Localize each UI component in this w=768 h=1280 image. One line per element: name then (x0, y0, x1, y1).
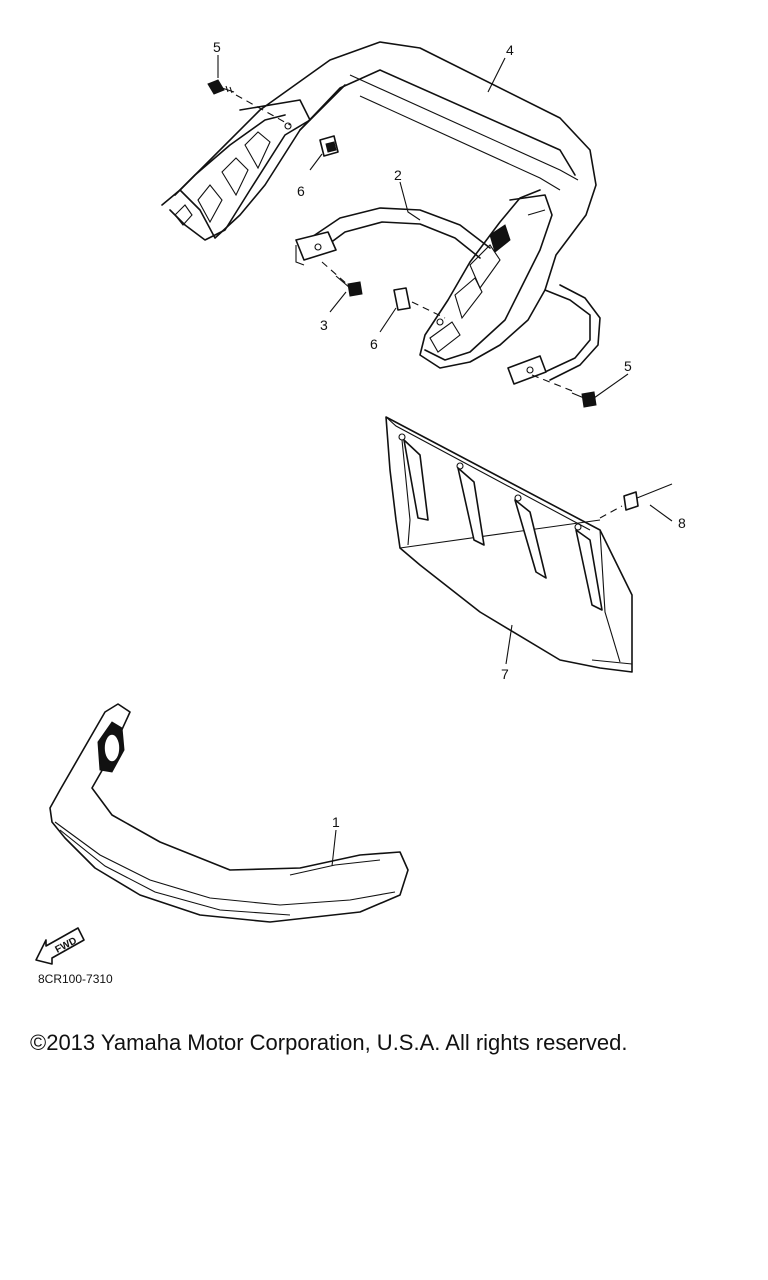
callout-2: 2 (394, 167, 402, 183)
callout-1: 1 (332, 814, 340, 830)
callout-6-mid: 6 (370, 336, 378, 352)
fastener-clip-6-mid (393, 287, 446, 319)
part-8-rivet (599, 483, 673, 519)
part-2-tube-frame (295, 207, 601, 385)
callout-7: 7 (501, 666, 509, 682)
callout-8: 8 (678, 515, 686, 531)
callout-3: 3 (320, 317, 328, 333)
callout-6-top: 6 (297, 183, 305, 199)
fastener-bolt-5-top (207, 79, 291, 126)
part-1-front-bumper (49, 703, 409, 923)
fwd-label: FWD (54, 935, 79, 955)
part-7-snow-flap (385, 416, 633, 673)
callout-5-right: 5 (624, 358, 632, 374)
part-4-rear-grab-bar (161, 41, 597, 369)
callout-leaders (217, 55, 673, 867)
fastener-bolt-5-right (531, 374, 597, 408)
fwd-arrow-icon: FWD (35, 927, 85, 965)
parts-diagram: FWD 5 4 6 2 3 6 5 8 7 1 (35, 39, 686, 965)
fastener-bolt-3 (321, 261, 363, 297)
drawing-code: 8CR100-7310 (38, 972, 113, 986)
fastener-clip-6-top (319, 135, 339, 157)
callout-5-top: 5 (213, 39, 221, 55)
callout-4: 4 (506, 42, 514, 58)
copyright-notice: ©2013 Yamaha Motor Corporation, U.S.A. A… (30, 1030, 628, 1055)
